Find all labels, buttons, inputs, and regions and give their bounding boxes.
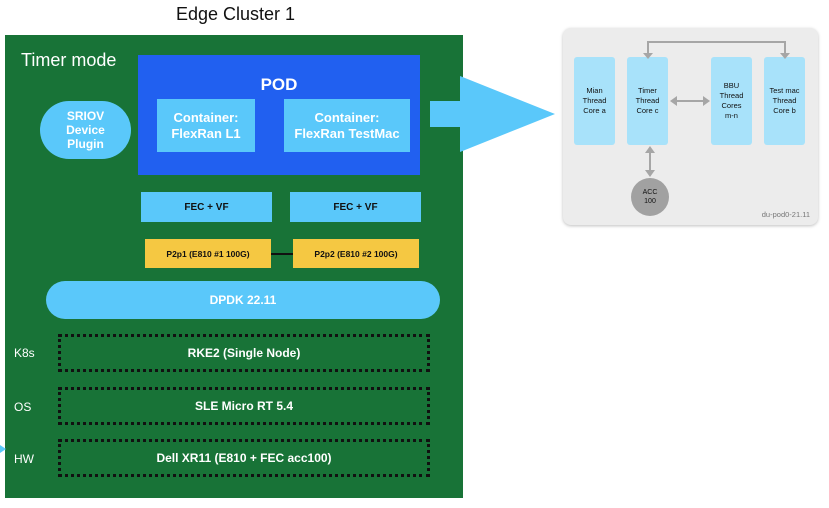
dpdk-layer: DPDK 22.11 <box>46 281 440 319</box>
pod-title: POD <box>260 75 298 94</box>
acc-label: ACC 100 <box>642 189 658 205</box>
container-flexran-l1: Container: FlexRan L1 <box>157 99 255 152</box>
layer-tag-os: OS <box>14 400 32 414</box>
acc100-node: ACC 100 <box>631 178 669 216</box>
layer-os: SLE Micro RT 5.4 <box>58 387 430 425</box>
nic-link-line <box>271 253 293 255</box>
connector-arrowhead <box>670 96 677 106</box>
layer-k8s: RKE2 (Single Node) <box>58 334 430 372</box>
container-flexran-testmac: Container: FlexRan TestMac <box>284 99 410 152</box>
hw-edge-arrow-tip <box>0 445 6 453</box>
fec-vf-box: FEC + VF <box>141 192 272 222</box>
sriov-device-plugin: SRIOV Device Plugin <box>40 101 131 159</box>
container-label: Container: FlexRan L1 <box>171 109 241 141</box>
core-label: Timer Thread Core c <box>635 86 660 115</box>
pod-detail-arrow <box>430 76 555 152</box>
core-testmac-thread: Test mac Thread Core b <box>764 57 805 145</box>
core-label: BBU Thread Cores m-n <box>719 81 744 120</box>
panel-caption: du-pod0-21.11 <box>761 210 810 219</box>
layer-tag-hw: HW <box>14 452 34 466</box>
connector-arrowhead <box>703 96 710 106</box>
cluster-title: Edge Cluster 1 <box>176 4 296 24</box>
timer-testmac-connector <box>647 41 786 57</box>
connector-arrowhead <box>645 170 655 177</box>
layer-hw: Dell XR11 (E810 + FEC acc100) <box>58 439 430 477</box>
mode-label: Timer mode <box>21 50 117 70</box>
core-bbu-thread: BBU Thread Cores m-n <box>711 57 752 145</box>
container-label: Container: FlexRan TestMac <box>294 109 400 141</box>
connector-arrowhead <box>645 146 655 153</box>
connector-arrowhead <box>780 53 790 59</box>
fec-vf-box: FEC + VF <box>290 192 421 222</box>
nic-p2p1: P2p1 (E810 #1 100G) <box>145 239 271 268</box>
connector-arrowhead <box>643 53 653 59</box>
core-main-thread: Mian Thread Core a <box>574 57 615 145</box>
nic-p2p2: P2p2 (E810 #2 100G) <box>293 239 419 268</box>
layer-tag-k8s: K8s <box>14 346 35 360</box>
core-label: Mian Thread Core a <box>582 86 607 115</box>
sriov-label: SRIOV Device Plugin <box>66 109 105 151</box>
core-label: Test mac Thread Core b <box>769 86 800 115</box>
core-timer-thread: Timer Thread Core c <box>627 57 668 145</box>
